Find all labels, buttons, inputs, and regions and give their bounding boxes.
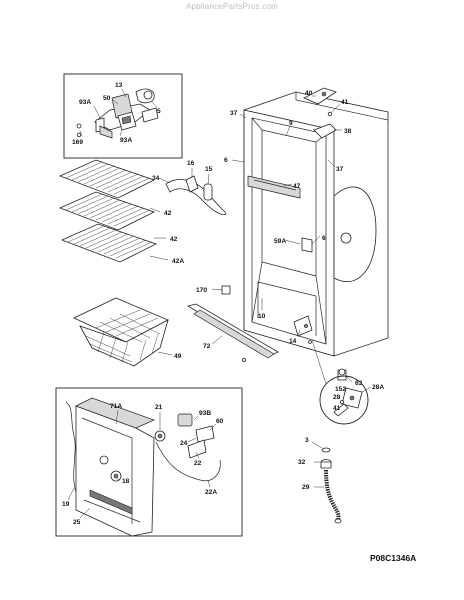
diagram-code: P08C1346A bbox=[370, 553, 417, 563]
callout-9: 9 bbox=[289, 120, 293, 127]
callout-71a: 71A bbox=[110, 403, 122, 410]
callout-16: 16 bbox=[187, 160, 195, 167]
callout-21: 21 bbox=[155, 404, 163, 411]
callout-6-b: 6 bbox=[322, 235, 326, 242]
wire-shelf-bottom bbox=[60, 223, 158, 263]
callout-37-a: 37 bbox=[230, 110, 238, 117]
callout-14: 14 bbox=[289, 338, 297, 345]
callout-22: 22 bbox=[194, 460, 202, 467]
callout-41-b: 41 bbox=[333, 405, 341, 412]
callout-34: 34 bbox=[152, 175, 160, 182]
bracket-22 bbox=[187, 439, 207, 459]
callout-19: 19 bbox=[62, 501, 70, 508]
callout-15: 15 bbox=[205, 166, 213, 173]
leveling-leg-63 bbox=[337, 368, 347, 381]
wire-shelf-top bbox=[58, 159, 156, 199]
callout-93a-top: 93A bbox=[79, 99, 91, 106]
wire-shelf-middle bbox=[58, 191, 156, 231]
freezer-cabinet bbox=[243, 91, 389, 357]
callout-170: 170 bbox=[196, 287, 207, 294]
kickplate-72 bbox=[186, 303, 279, 362]
bottom-hinge-14 bbox=[293, 315, 313, 344]
callout-13: 13 bbox=[115, 82, 123, 89]
callout-24: 24 bbox=[180, 440, 188, 447]
control-inset-box bbox=[63, 73, 183, 159]
sensor-16 bbox=[185, 175, 199, 193]
callout-42a: 42A bbox=[172, 258, 184, 265]
drain-cap-3 bbox=[321, 447, 331, 453]
watermark: AppliancePartsPros.com bbox=[186, 2, 278, 11]
callout-49: 49 bbox=[174, 353, 182, 360]
callout-5: 5 bbox=[157, 108, 161, 115]
callout-3: 3 bbox=[305, 437, 309, 444]
callout-32: 32 bbox=[298, 459, 306, 466]
hinge-detail-parts bbox=[333, 387, 363, 417]
callout-42-b: 42 bbox=[170, 236, 178, 243]
callout-41-a: 41 bbox=[341, 99, 349, 106]
thermistor-15 bbox=[203, 183, 213, 201]
callout-152: 152 bbox=[335, 386, 346, 393]
callout-72: 72 bbox=[203, 343, 211, 350]
callout-40: 40 bbox=[305, 90, 313, 97]
control-knob-93b bbox=[177, 413, 215, 443]
callout-38: 38 bbox=[344, 128, 352, 135]
wire-19 bbox=[65, 401, 77, 493]
callout-6-a: 6 bbox=[224, 157, 228, 164]
callout-28a: 28A bbox=[372, 384, 384, 391]
control-panel-inset-box bbox=[55, 387, 243, 537]
callout-93a-bottom: 93A bbox=[120, 137, 132, 144]
callout-42-a: 42 bbox=[164, 210, 172, 217]
callout-28: 28 bbox=[333, 394, 341, 401]
callout-60: 60 bbox=[216, 418, 224, 425]
callout-18: 18 bbox=[122, 478, 130, 485]
drain-plug-32 bbox=[320, 459, 332, 469]
control-assembly bbox=[76, 88, 159, 139]
harness-22a bbox=[155, 441, 221, 482]
callout-63: 63 bbox=[355, 380, 363, 387]
callout-25: 25 bbox=[73, 519, 81, 526]
callout-10: 10 bbox=[258, 313, 266, 320]
callout-47: 47 bbox=[293, 183, 301, 190]
wire-basket-49 bbox=[73, 297, 169, 367]
control-panel-housing bbox=[75, 397, 155, 537]
callout-50: 50 bbox=[103, 95, 111, 102]
control-inset-leaders bbox=[79, 88, 158, 137]
thermostat-21 bbox=[154, 430, 166, 442]
clip-170 bbox=[221, 285, 231, 295]
hinge-detail-circle bbox=[319, 375, 369, 425]
callout-169: 169 bbox=[72, 139, 83, 146]
callout-93b: 93B bbox=[199, 410, 211, 417]
callout-59a: 59A bbox=[274, 238, 286, 245]
drain-hose-29 bbox=[324, 469, 342, 524]
hinge-cover-40 bbox=[303, 87, 337, 105]
callout-29: 29 bbox=[302, 484, 310, 491]
callout-22a: 22A bbox=[205, 489, 217, 496]
callout-37-b: 37 bbox=[336, 166, 344, 173]
